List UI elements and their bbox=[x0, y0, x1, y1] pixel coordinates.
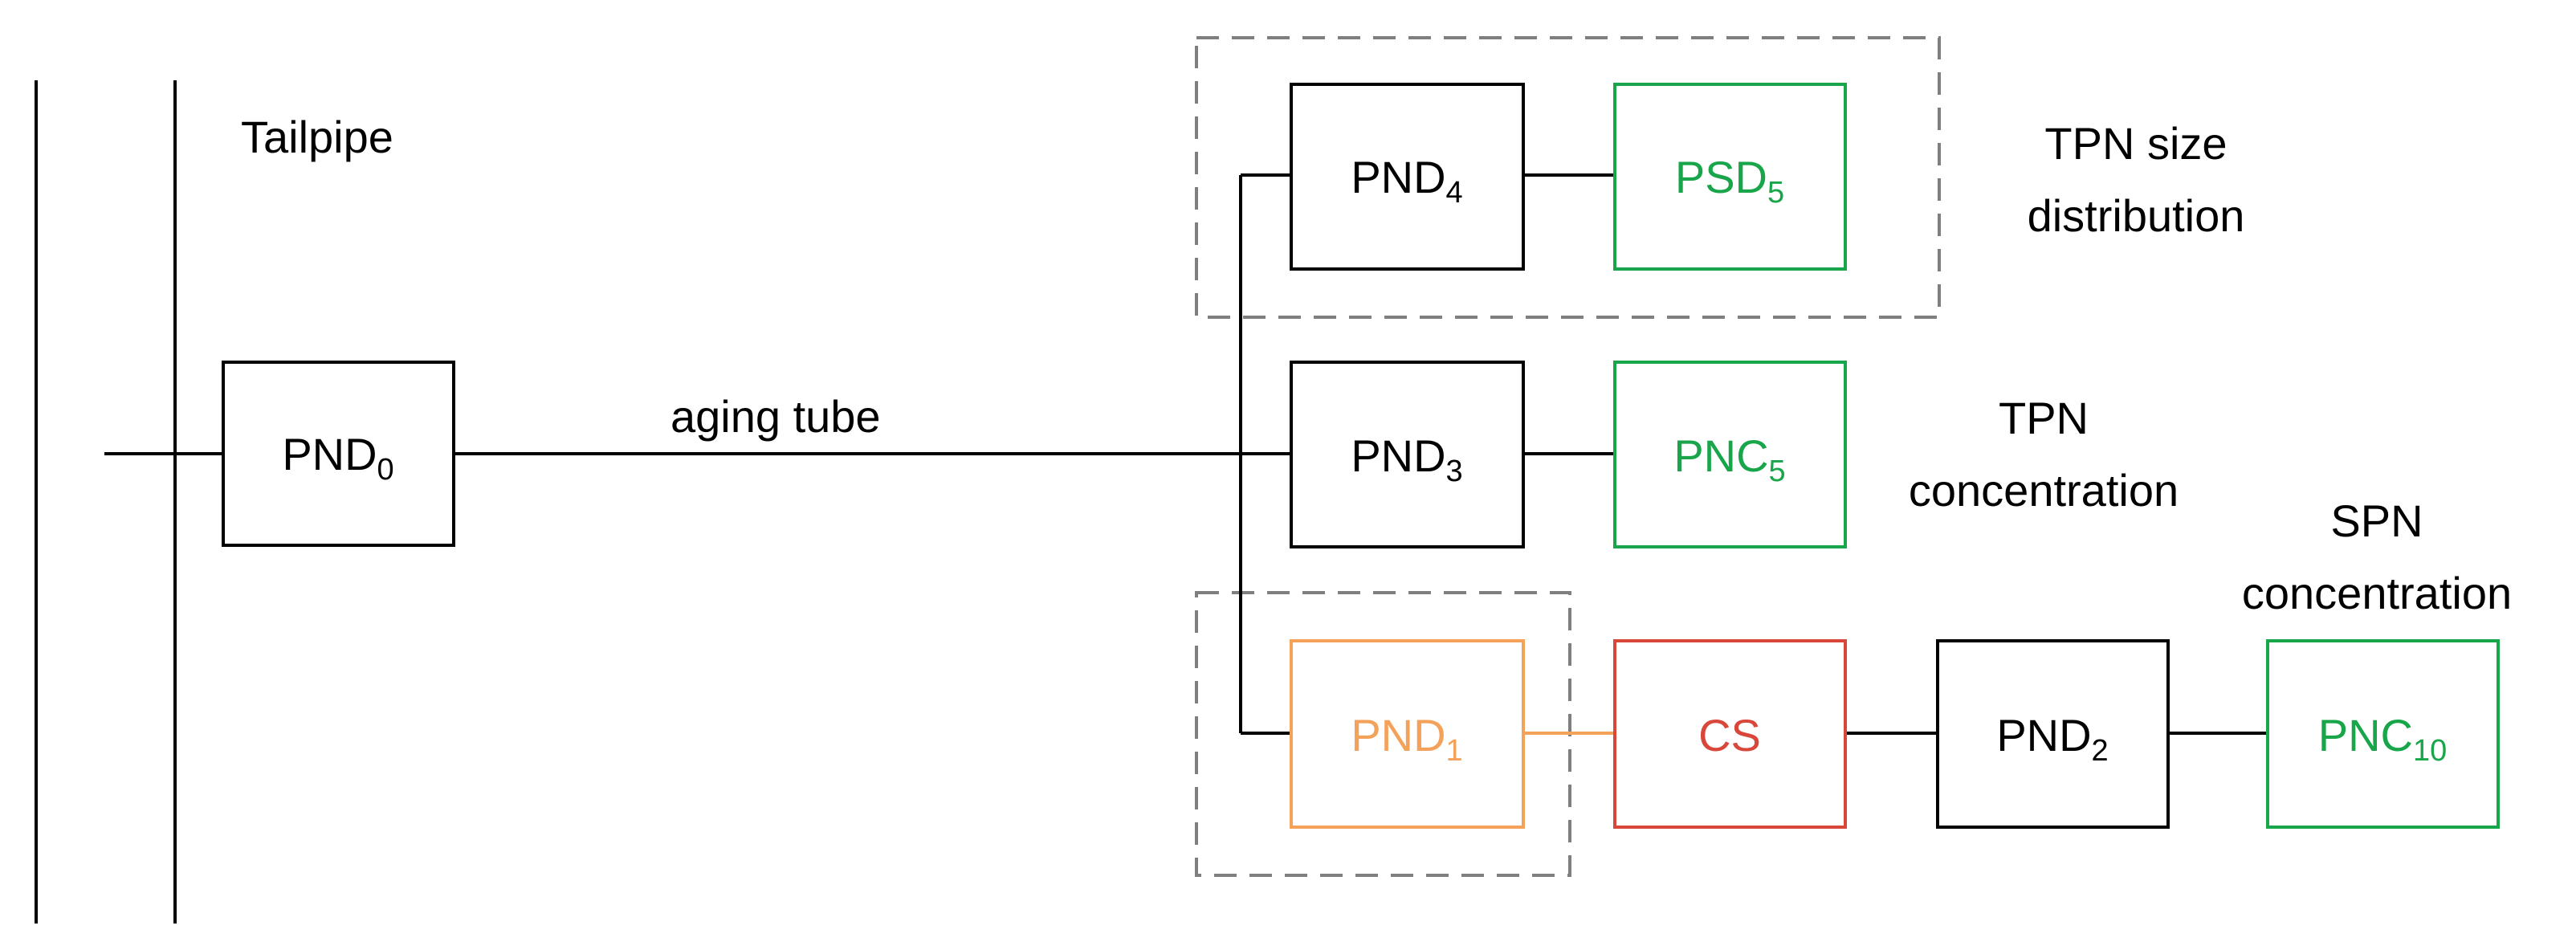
size-distribution-group-outline bbox=[1195, 36, 1941, 319]
aging-tube-label: aging tube bbox=[670, 391, 881, 442]
pnc5-box bbox=[1613, 361, 1847, 548]
pnd3-label: PND3 bbox=[1351, 430, 1462, 488]
pnd3-box bbox=[1290, 361, 1525, 548]
pnd3-label-sub: 3 bbox=[1446, 455, 1463, 488]
pnd3-label-base: PND bbox=[1351, 430, 1445, 481]
tpn-concentration-label-line2: concentration bbox=[1909, 465, 2179, 516]
spn-concentration-label-line2: concentration bbox=[2242, 568, 2512, 618]
pnd0-label-sub: 0 bbox=[377, 453, 394, 487]
pnc5-label-base: PNC bbox=[1673, 430, 1768, 481]
pnd1-label-base: PND bbox=[1351, 710, 1445, 760]
psd5-box bbox=[1613, 83, 1847, 271]
pnd4-label: PND4 bbox=[1351, 152, 1462, 210]
pnd4-box bbox=[1290, 83, 1525, 271]
cs-label: CS bbox=[1698, 710, 1761, 760]
psd5-label: PSD5 bbox=[1675, 152, 1784, 210]
pnd1-label-sub: 1 bbox=[1446, 734, 1463, 768]
pnd0-label: PND0 bbox=[282, 429, 393, 487]
tpn-concentration-label-line1: TPN bbox=[1999, 393, 2089, 443]
tailpipe-label: Tailpipe bbox=[241, 112, 393, 162]
cs-label-base: CS bbox=[1698, 710, 1761, 760]
pnd4-label-base: PND bbox=[1351, 152, 1445, 202]
pnd2-label: PND2 bbox=[1996, 710, 2108, 768]
pnd2-box bbox=[1936, 639, 2170, 829]
spn-concentration-label-line1: SPN bbox=[2330, 495, 2423, 546]
tpn-size-label-line2: distribution bbox=[2028, 190, 2245, 241]
pnd2-label-base: PND bbox=[1996, 710, 2091, 760]
pnc5-label-sub: 5 bbox=[1769, 455, 1786, 488]
pnc5-label: PNC5 bbox=[1673, 430, 1785, 488]
psd5-label-base: PSD bbox=[1675, 152, 1767, 202]
pnd4-label-sub: 4 bbox=[1446, 176, 1463, 210]
cs-box bbox=[1613, 639, 1847, 829]
pnc10-label: PNC10 bbox=[2318, 710, 2448, 768]
pnc10-box bbox=[2266, 639, 2500, 829]
pnc10-label-sub: 10 bbox=[2413, 734, 2447, 768]
pnd0-label-base: PND bbox=[282, 429, 377, 479]
tpn-size-label-line1: TPN size bbox=[2044, 118, 2227, 169]
pnc10-label-base: PNC bbox=[2318, 710, 2413, 760]
pnd1-label: PND1 bbox=[1351, 710, 1462, 768]
pnd2-label-sub: 2 bbox=[2092, 734, 2109, 768]
pnd1-box bbox=[1290, 639, 1525, 829]
psd5-label-sub: 5 bbox=[1767, 176, 1784, 210]
pnd0-box bbox=[222, 361, 455, 547]
